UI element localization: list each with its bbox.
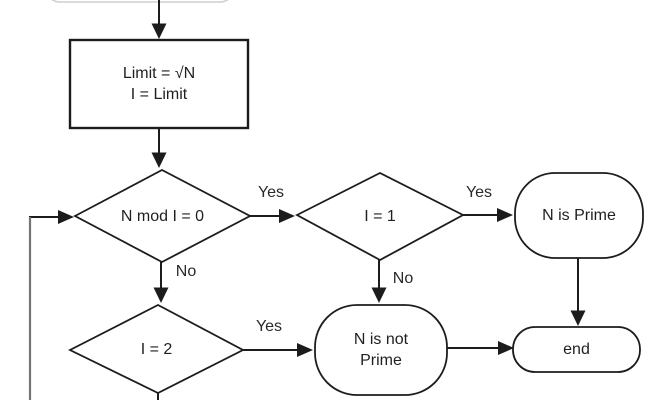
notprime-line2: Prime (360, 352, 402, 369)
arrowhead-into-end-left (498, 341, 514, 355)
connector-lines (29, 0, 579, 400)
modcheck-decision-shape (73, 168, 252, 264)
arrowhead-into-prime (497, 208, 513, 222)
node-shapes (67, 38, 644, 396)
notprime-terminator-shape (314, 304, 448, 396)
end-terminator-label: end (563, 341, 590, 358)
init-process-shape (68, 38, 250, 130)
notprime-terminator-label: N is not Prime (315, 305, 447, 395)
edge-label-i2-yes: Yes (255, 317, 283, 335)
end-terminator-shape (512, 326, 641, 373)
start-terminator-partial (51, 0, 229, 3)
i1-decision-shape (295, 171, 465, 262)
prime-terminator-shape (514, 172, 644, 259)
init-line2: I = Limit (130, 86, 188, 103)
arrowheads (58, 23, 586, 357)
i2-decision-label: I = 2 (140, 340, 173, 358)
arrowhead-into-modcheck (151, 152, 167, 168)
arrowhead-into-i1 (279, 209, 295, 223)
edge-label-modcheck-yes: Yes (257, 183, 285, 201)
arrowhead-into-init (151, 23, 167, 39)
i2-decision-shape (67, 303, 245, 395)
edge-label-i1-no: No (392, 269, 414, 287)
init-process-label: Limit = √N I = Limit (70, 40, 248, 128)
arrowhead-loopback-into-modcheck (58, 210, 74, 224)
notprime-line1: N is not (353, 331, 409, 348)
i1-decision-label: I = 1 (364, 208, 396, 225)
init-line1: Limit = √N (122, 65, 196, 82)
arrowhead-into-i2 (153, 287, 169, 303)
arrowhead-into-end-top (570, 310, 586, 326)
modcheck-decision-label: N mod I = 0 (120, 207, 205, 225)
prime-terminator-label: N is Prime (542, 207, 616, 224)
edge-label-i1-yes: Yes (465, 183, 493, 201)
arrowhead-into-notprime-left (297, 343, 313, 357)
arrowhead-into-notprime-top (371, 287, 387, 303)
edge-label-modcheck-no: No (175, 262, 197, 280)
